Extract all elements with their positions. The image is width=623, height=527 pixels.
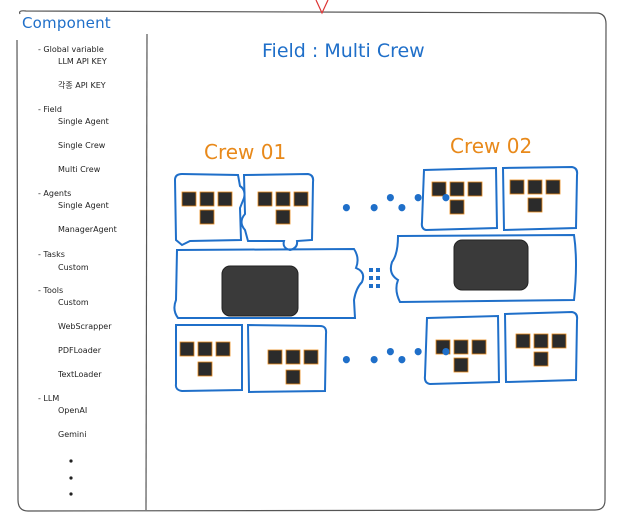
- crew-01-label: Crew 01: [204, 140, 287, 164]
- section-llm[interactable]: - LLM: [38, 394, 60, 403]
- middle-connector-dots: [369, 268, 380, 288]
- crew-01-piece-top-left: [173, 172, 246, 247]
- item-multi-crew[interactable]: Multi Crew: [58, 165, 101, 174]
- crew-01-piece-bottom-left: [174, 324, 243, 393]
- sidebar-divider: [145, 33, 148, 511]
- item-api-keys[interactable]: 각종 API KEY: [58, 81, 106, 90]
- section-tools[interactable]: - Tools: [38, 286, 64, 295]
- item-manager-agent[interactable]: ManagerAgent: [58, 225, 117, 234]
- crew-02-piece-top-left: [420, 166, 499, 232]
- item-gemini[interactable]: Gemini: [58, 430, 87, 439]
- section-global-variable[interactable]: - Global variable: [38, 45, 104, 54]
- crew-01-piece-bottom-right: [246, 323, 328, 394]
- item-tasks-custom[interactable]: Custom: [58, 263, 89, 272]
- item-llm-api-key[interactable]: LLM API KEY: [58, 57, 107, 66]
- crew-01-piece-middle: [173, 247, 365, 319]
- item-webscrapper[interactable]: WebScrapper: [58, 322, 112, 331]
- section-agents[interactable]: - Agents: [38, 189, 72, 198]
- outer-frame: [16, 10, 607, 512]
- crew-02-shared-panel: [453, 239, 529, 291]
- sidebar-more-dots: [69, 459, 73, 496]
- sidebar-title: Component: [22, 14, 111, 32]
- crew-01-diagram: [173, 172, 365, 394]
- crew-02-diagram: [389, 165, 579, 386]
- item-pdfloader[interactable]: PDFLoader: [58, 346, 101, 355]
- agent-cluster-icons: [179, 179, 567, 385]
- section-tasks[interactable]: - Tasks: [38, 250, 65, 259]
- crew-01-top-ellipsis: • • •: [340, 196, 413, 220]
- crew-02-piece-bottom-right: [503, 310, 579, 384]
- crew-02-piece-bottom-left: [423, 314, 501, 386]
- crew-02-top-ellipsis: • • •: [384, 186, 457, 210]
- crew-02-piece-middle: [389, 233, 577, 304]
- item-openai[interactable]: OpenAI: [58, 406, 88, 415]
- crew-01-bottom-ellipsis: • • •: [340, 348, 413, 372]
- page-title: Field : Multi Crew: [262, 40, 425, 62]
- section-field[interactable]: - Field: [38, 105, 62, 114]
- top-marker-arrow: [315, 0, 329, 15]
- item-single-agent-field[interactable]: Single Agent: [58, 117, 109, 126]
- item-single-agent[interactable]: Single Agent: [58, 201, 109, 210]
- item-single-crew[interactable]: Single Crew: [58, 141, 106, 150]
- item-textloader[interactable]: TextLoader: [58, 370, 102, 379]
- crew-02-label: Crew 02: [450, 134, 533, 158]
- crew-02-piece-top-right: [501, 165, 579, 232]
- crew-01-shared-panel: [221, 265, 299, 317]
- crew-02-bottom-ellipsis: • • •: [384, 340, 457, 364]
- item-tools-custom[interactable]: Custom: [58, 298, 89, 307]
